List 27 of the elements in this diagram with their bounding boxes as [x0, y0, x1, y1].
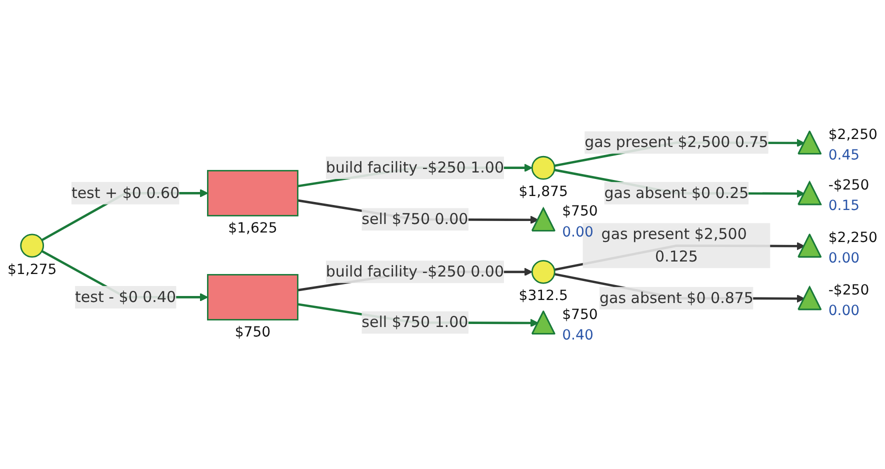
- probability-label: 0.00: [562, 224, 594, 240]
- edge-label: sell $750 0.00: [362, 210, 468, 228]
- value-label: $1,875: [518, 184, 568, 200]
- edge-label: gas absent $0 0.875: [599, 288, 754, 307]
- value-label: -$250: [828, 282, 870, 298]
- probability-label: 0.45: [828, 147, 860, 164]
- value-label: $2,250: [828, 126, 878, 143]
- probability-label: 0.00: [828, 303, 860, 320]
- value-label: $312.5: [518, 288, 568, 304]
- value-label: $2,250: [828, 230, 878, 246]
- edge-label: test + $0 0.60: [71, 184, 180, 202]
- edge-label: sell $750 1.00: [362, 313, 468, 331]
- edge-label: gas present $2,500 0.75: [584, 133, 768, 151]
- probability-label: 0.00: [828, 250, 860, 267]
- value-label: $750: [234, 324, 271, 341]
- value-label: -$250: [828, 177, 870, 194]
- probability-label: 0.40: [562, 327, 594, 344]
- edge-label: build facility -$250 1.00: [326, 158, 504, 176]
- value-label: $1,275: [8, 262, 57, 278]
- edge-label: gas absent $0 0.25: [604, 184, 749, 202]
- edge-label: test - $0 0.40: [75, 288, 176, 306]
- probability-label: 0.15: [828, 198, 860, 214]
- value-label: $1,625: [228, 220, 278, 237]
- edge-label: build facility -$250 0.00: [326, 262, 504, 280]
- value-label: $750: [562, 306, 598, 323]
- value-label: $750: [562, 204, 598, 220]
- edge-label: gas present $2,500 0.125: [601, 225, 747, 266]
